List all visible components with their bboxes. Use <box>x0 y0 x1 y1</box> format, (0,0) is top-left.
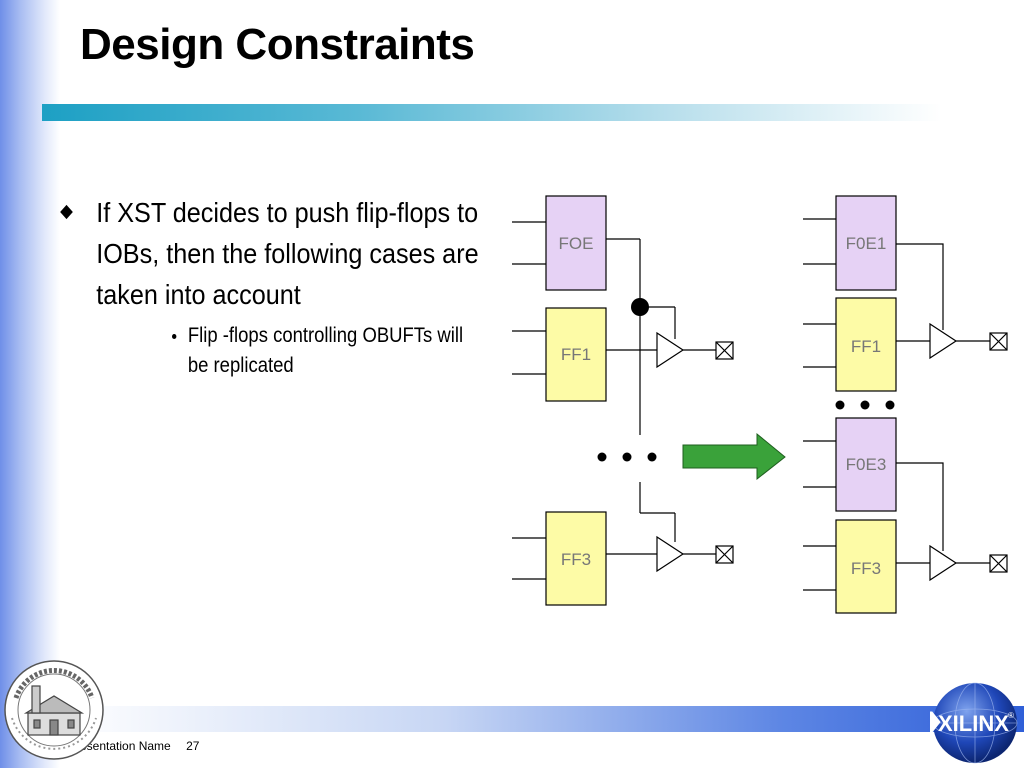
slide-title: Design Constraints <box>80 20 475 69</box>
ellipsis-icon <box>597 452 657 462</box>
f0e1-label: F0E1 <box>846 234 887 253</box>
tristate-buffer-icon <box>656 331 685 369</box>
transform-arrow-icon <box>682 432 786 481</box>
ellipsis-icon <box>835 400 895 410</box>
output-pad-icon <box>989 332 1008 351</box>
left-gradient-band <box>0 0 60 768</box>
tristate-buffer-icon <box>929 322 958 360</box>
f0e3-label: F0E3 <box>846 455 887 474</box>
ff3-label: FF3 <box>561 550 591 569</box>
ff3-block <box>545 511 607 606</box>
replication-diagram: FOE FF1 FF3 F0E1 FF1 F0E3 FF3 <box>512 195 1008 614</box>
bullet-list: If XST decides to push flip-flops to IOB… <box>60 192 502 381</box>
university-seal-icon <box>4 660 104 760</box>
xilinx-logo-icon: XILINX ® <box>930 682 1018 764</box>
output-pad-icon <box>989 554 1008 573</box>
dot-bullet-icon <box>172 334 177 339</box>
tristate-buffer-icon <box>929 544 958 582</box>
junction-dot-icon <box>631 298 649 316</box>
presentation-name: Presentation Name <box>68 739 171 753</box>
page-number: 27 <box>186 739 200 753</box>
ff1-block <box>545 307 607 402</box>
ff3-block-replicated <box>835 519 897 614</box>
ff1-block-replicated <box>835 297 897 392</box>
sub-bullet-item: Flip -flops controlling OBUFTs will be r… <box>172 321 478 381</box>
ff3-label-replicated: FF3 <box>851 559 881 578</box>
output-pad-icon <box>715 341 734 360</box>
sub-bullet-text: Flip -flops controlling OBUFTs will be r… <box>187 324 464 377</box>
output-pad-icon <box>715 545 734 564</box>
footer-bar <box>60 706 1024 732</box>
registered-mark: ® <box>1008 711 1014 720</box>
title-underline-bar <box>42 104 942 121</box>
slide-footer: Presentation Name 27 <box>68 739 211 753</box>
ff1-label: FF1 <box>561 345 591 364</box>
xilinx-wordmark: XILINX <box>938 711 1009 736</box>
ff1-label-replicated: FF1 <box>851 337 881 356</box>
f0e3-block <box>835 417 897 512</box>
bullet-text: If XST decides to push flip-flops to IOB… <box>96 197 479 310</box>
tristate-buffer-icon <box>656 535 685 573</box>
f0e1-block <box>835 195 897 291</box>
bullet-item: If XST decides to push flip-flops to IOB… <box>60 192 528 315</box>
foe-block <box>545 195 607 291</box>
foe-label: FOE <box>559 234 594 253</box>
